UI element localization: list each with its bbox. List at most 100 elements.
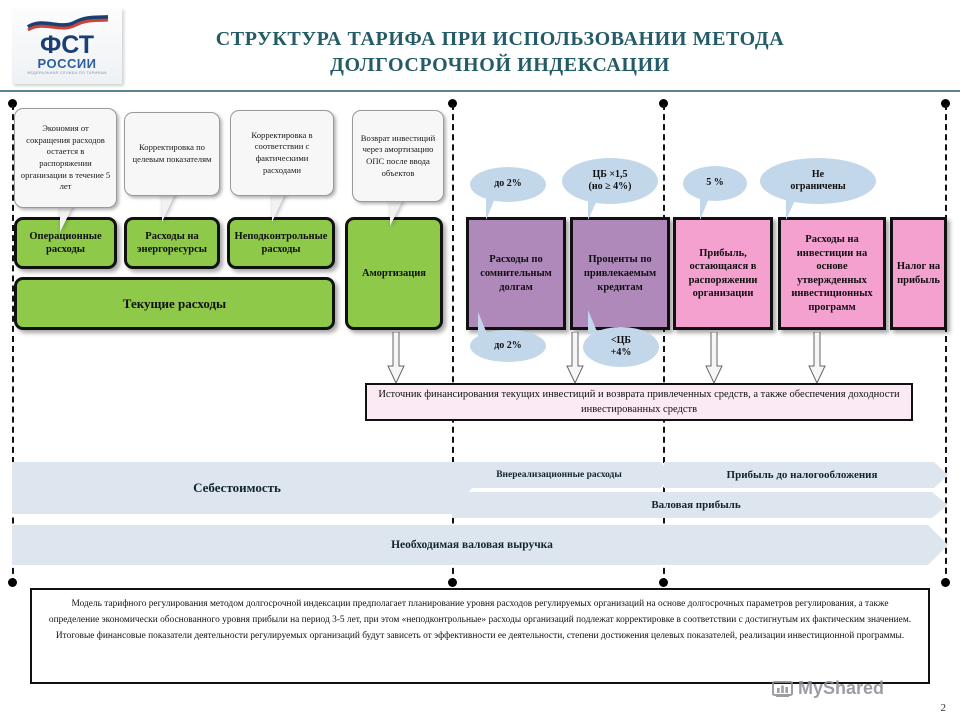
logo-subtitle: ФЕДЕРАЛЬНАЯ СЛУЖБА ПО ТАРИФАМ	[27, 71, 107, 75]
callout-investment-return-label: Возврат инвестиций через амортизацию ОПС…	[360, 132, 436, 178]
separator-dot-left-bottom	[8, 578, 17, 587]
header-divider	[0, 90, 960, 92]
flowbar-required-revenue-shape	[12, 525, 948, 565]
callout-target-adjustment-tail	[162, 190, 177, 222]
separator-dot-left	[8, 99, 17, 108]
box-investment-expenses-label: Расходы на инвестиции на основе утвержде…	[791, 234, 873, 313]
box-credit-interest-label: Проценты по привлекаемым кредитам	[583, 253, 657, 293]
arrow-down-doubtful	[566, 332, 584, 384]
bubble-credit-top-line1: ЦБ ×1,5	[592, 168, 628, 180]
page-title: СТРУКТУРА ТАРИФА ПРИ ИСПОЛЬЗОВАНИИ МЕТОД…	[150, 26, 850, 78]
bubble-profit-percent-tail	[700, 196, 710, 220]
bubble-credit-bottom-tail	[588, 310, 598, 334]
bubble-profit-percent: 5 %	[683, 166, 747, 201]
bubble-not-limited-line1: Не	[811, 168, 825, 180]
page-title-line2: ДОЛГОСРОЧНОЙ ИНДЕКСАЦИИ	[330, 54, 670, 76]
bubble-not-limited-line2: ограничены	[790, 181, 846, 192]
note-model-description-label: Модель тарифного регулирования методом д…	[48, 599, 912, 641]
flowbar-cost-label: Себестоимость	[193, 480, 281, 495]
page-title-line1: СТРУКТУРА ТАРИФА ПРИ ИСПОЛЬЗОВАНИИ МЕТОД…	[215, 28, 785, 50]
box-retained-profit: Прибыль, остающаяся в распоряжении орган…	[673, 217, 773, 330]
separator-line-left	[12, 104, 14, 584]
box-operating-expenses-label: Операционные расходы	[29, 231, 102, 255]
box-current-expenses: Текущие расходы	[14, 277, 335, 330]
myshared-watermark: MyShared	[772, 678, 884, 699]
bubble-not-limited: Не ограничены	[760, 158, 876, 204]
bubble-doubtful-top: до 2%	[470, 167, 546, 202]
flowbar-pretax-profit: Прибыль до налогообложения	[664, 462, 940, 488]
separator-dot-right	[941, 99, 950, 108]
callout-savings-label: Экономия от сокращения расходов остается…	[20, 123, 111, 192]
bubble-doubtful-bottom: до 2%	[470, 330, 546, 362]
box-profit-tax: Налог на прибыль	[890, 217, 947, 330]
bubble-credit-top: ЦБ ×1,5 (но ≥ 4%)	[562, 158, 658, 204]
logo-text-rossii: РОССИИ	[37, 56, 97, 71]
fst-russia-logo: ФСТ РОССИИ ФЕДЕРАЛЬНАЯ СЛУЖБА ПО ТАРИФАМ	[12, 8, 122, 84]
arrow-down-retained-profit	[705, 332, 723, 384]
callout-actual-adjustment-tail	[272, 190, 287, 222]
bubble-doubtful-bottom-tail	[478, 312, 488, 336]
flowbar-pretax-profit-label: Прибыль до налогообложения	[726, 469, 878, 481]
box-credit-interest: Проценты по привлекаемым кредитам	[570, 217, 670, 330]
box-current-expenses-label: Текущие расходы	[122, 296, 227, 311]
bubble-not-limited-tail	[786, 198, 796, 220]
note-financing-source: Источник финансирования текущих инвестиц…	[365, 383, 913, 421]
bubble-credit-top-tail	[588, 198, 598, 220]
separator-line-mid1	[452, 104, 454, 584]
slide-header: ФСТ РОССИИ ФЕДЕРАЛЬНАЯ СЛУЖБА ПО ТАРИФАМ…	[0, 0, 960, 92]
separator-line-right	[945, 104, 947, 584]
box-retained-profit-label: Прибыль, остающаяся в распоряжении орган…	[688, 247, 758, 300]
box-uncontrollable-expenses: Неподконтрольные расходы	[227, 217, 335, 269]
separator-dot-mid1	[448, 99, 457, 108]
flowbar-gross-profit-shape	[452, 492, 948, 518]
bubble-credit-bottom: <ЦБ +4%	[583, 327, 659, 367]
separator-dot-right-bottom	[941, 578, 950, 587]
box-investment-expenses: Расходы на инвестиции на основе утвержде…	[778, 217, 886, 330]
callout-investment-return-tail	[390, 196, 405, 226]
bubble-credit-bottom-line2: +4%	[610, 347, 632, 358]
arrow-down-investment	[808, 332, 826, 384]
box-energy-expenses: Расходы на энергоресурсы	[124, 217, 220, 269]
callout-target-adjustment-label: Корректировка по целевым показателям	[132, 142, 212, 164]
flowbar-pretax-profit-shape	[664, 462, 948, 488]
box-energy-expenses-label: Расходы на энергоресурсы	[137, 231, 207, 255]
flowbar-cost: Себестоимость	[12, 462, 462, 514]
flowbar-non-operating: Внереализационные расходы	[452, 462, 666, 488]
flowbar-gross-profit-label: Валовая прибыль	[651, 499, 741, 511]
separator-line-mid2	[663, 104, 665, 584]
separator-dot-mid2-bottom	[659, 578, 668, 587]
bubble-doubtful-top-tail	[486, 196, 496, 220]
callout-target-adjustment: Корректировка по целевым показателям	[124, 112, 220, 196]
myshared-logo-icon	[772, 681, 793, 697]
bubble-profit-percent-label: 5 %	[706, 177, 724, 189]
flowbar-cost-shape	[12, 462, 472, 514]
russian-flag-wave-icon	[26, 15, 109, 32]
myshared-watermark-label: MyShared	[798, 678, 885, 698]
callout-actual-adjustment: Корректировка в соответствии с фактическ…	[230, 110, 334, 196]
note-model-description: Модель тарифного регулирования методом д…	[30, 588, 930, 684]
flowbar-gross-profit: Валовая прибыль	[452, 492, 940, 518]
flowbar-required-revenue-label: Необходимая валовая выручка	[391, 539, 553, 551]
box-profit-tax-label: Налог на прибыль	[896, 261, 941, 286]
callout-investment-return: Возврат инвестиций через амортизацию ОПС…	[352, 110, 444, 202]
flowbar-non-operating-label: Внереализационные расходы	[496, 470, 622, 480]
bubble-doubtful-top-label: до 2%	[494, 178, 522, 190]
callout-savings-tail	[60, 200, 76, 232]
flowbar-required-revenue: Необходимая валовая выручка	[12, 525, 932, 565]
bubble-credit-bottom-line1: <ЦБ	[610, 334, 632, 346]
separator-dot-mid2	[659, 99, 668, 108]
callout-savings: Экономия от сокращения расходов остается…	[14, 108, 117, 208]
box-doubtful-debt-expenses-label: Расходы по сомнительным долгам	[480, 253, 552, 293]
separator-dot-mid1-bottom	[448, 578, 457, 587]
box-depreciation-label: Амортизация	[361, 268, 426, 279]
page-number: 2	[940, 702, 947, 714]
logo-text-fst: ФСТ	[39, 31, 95, 59]
note-financing-source-label: Источник финансирования текущих инвестиц…	[378, 389, 900, 415]
arrow-down-depreciation	[387, 332, 405, 384]
bubble-doubtful-bottom-label: до 2%	[494, 339, 522, 351]
box-depreciation: Амортизация	[345, 217, 443, 330]
flowbar-non-operating-shape	[452, 462, 674, 488]
callout-actual-adjustment-label: Корректировка в соответствии с фактическ…	[251, 129, 313, 175]
box-uncontrollable-expenses-label: Неподконтрольные расходы	[234, 231, 328, 255]
